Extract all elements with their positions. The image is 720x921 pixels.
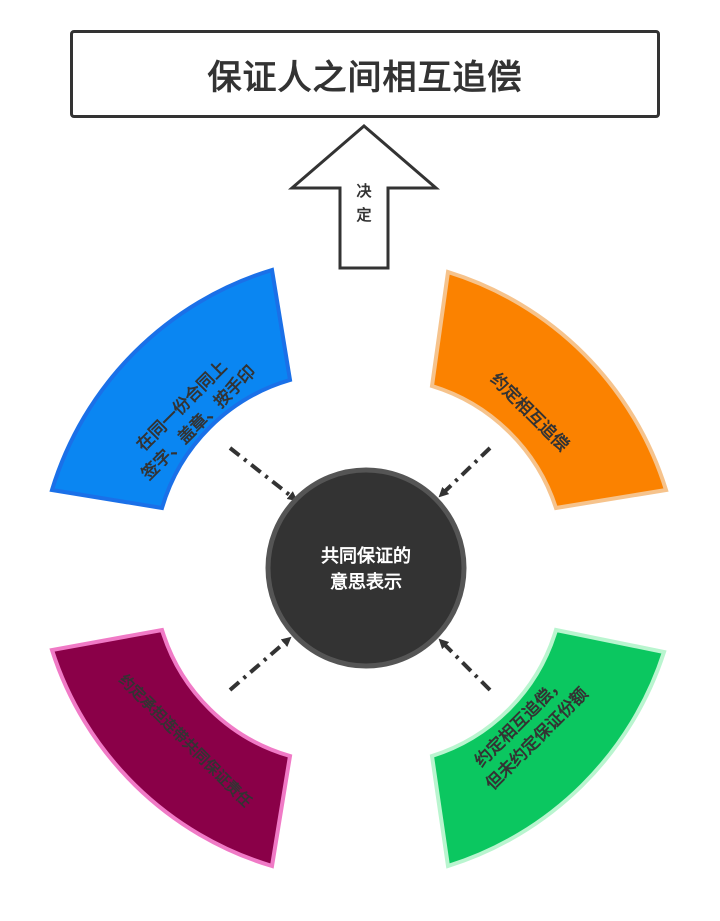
center-text-line-2: 意思表示 <box>330 571 402 593</box>
petal-top-left <box>49 267 293 511</box>
arrow-top-right <box>438 446 492 498</box>
petal-bottom-left <box>49 627 293 869</box>
arrow-top-left <box>228 446 298 502</box>
arrow-label-char-2: 定 <box>356 206 371 224</box>
center-circle <box>265 467 467 669</box>
up-arrow <box>287 124 441 270</box>
title-box: 保证人之间相互追偿 <box>70 30 660 118</box>
arrow-bottom-right <box>438 638 492 692</box>
title-text: 保证人之间相互追偿 <box>207 57 523 98</box>
arrow-label-char-1: 决 <box>356 182 372 200</box>
petal-top-right <box>429 269 669 511</box>
petal-bottom-right <box>429 627 667 869</box>
arrow-bottom-left <box>228 636 292 692</box>
center-text-line-1: 共同保证的 <box>321 545 411 567</box>
